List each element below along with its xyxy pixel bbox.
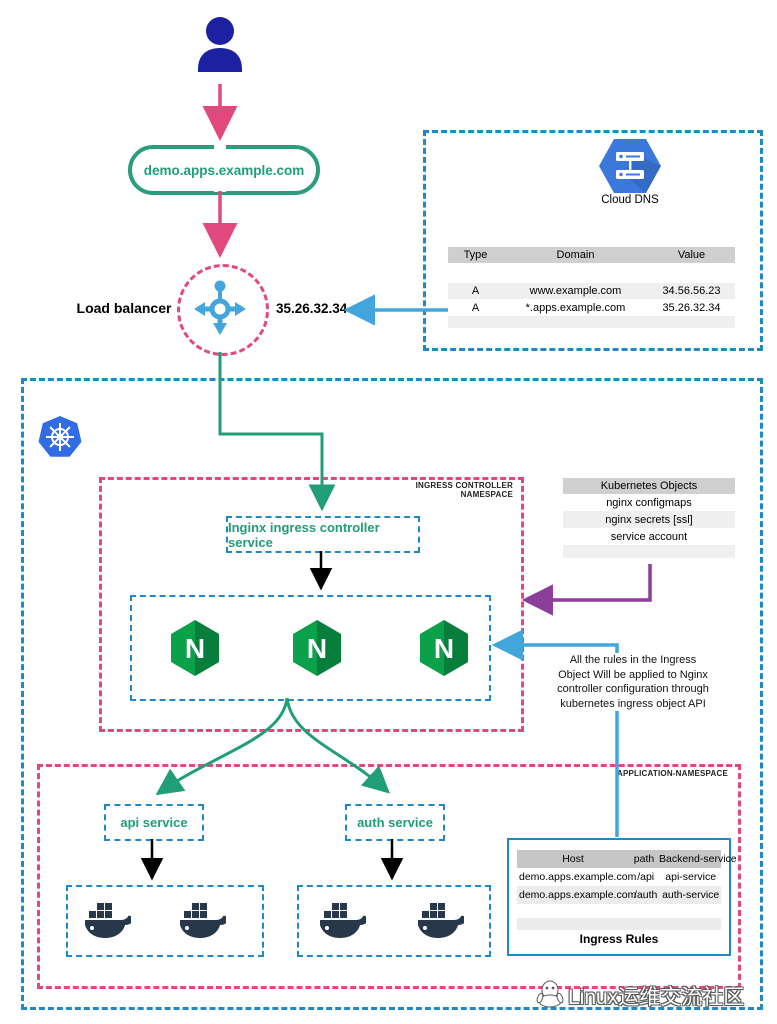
qq-penguin-icon [536,978,564,1014]
annotation-line: Object Will be applied to Nginx [558,668,708,681]
docker-whale-icon [318,901,370,944]
rule-2-backend: auth-service [662,889,720,901]
ingress-col-path: path [633,853,655,865]
ingress-col-host: Host [562,853,584,865]
api-pods-box [66,885,264,957]
nginx-ingress-controller-service-label: Inginx ingress controller service [228,519,380,550]
dns-row-1-domain: www.example.com [529,285,622,297]
ingress-rules-header: Host path Backend-service [517,850,737,868]
watermark: Linux运维交流社区 [536,978,744,1014]
dns-row-2-value: 35.26.32.34 [662,301,721,314]
kubernetes-objects-title: Kubernetes Objects [563,478,735,494]
oval-top-gap [214,142,226,150]
load-balancer-ip: 35.26.32.34 [276,301,348,316]
ingress-rules-annotation: All the rules in the Ingress Object Will… [538,653,728,711]
dns-col-type: Type [463,249,488,261]
k8s-object-row-empty [563,545,735,558]
rule-2-host: demo.apps.example.com [519,889,637,901]
rule-2-path: /auth [633,889,658,901]
svg-text:N: N [307,633,327,664]
dns-col-value: Value [677,249,706,261]
nginx-icon: N [420,620,468,681]
docker-whale-icon [178,901,230,944]
watermark-text: Linux运维交流社区 [568,986,745,1009]
cloud-dns-hexagon-icon [599,139,661,198]
dns-col-domain: Domain [556,249,595,261]
user-icon [197,16,243,74]
svg-text:N: N [185,633,205,664]
auth-service-box: auth service [345,804,445,841]
ingress-rule-row-empty [517,918,721,930]
kubernetes-helm-wheel-icon [38,416,82,463]
dns-row-2: A *.apps.example.com 35.26.32.34 [448,299,735,316]
domain-label: demo.apps.example.com [143,162,305,178]
oval-bottom-gap [214,184,226,192]
rule-1-host: demo.apps.example.com [519,871,637,883]
kubernetes-objects-table: Kubernetes Objects nginx configmaps ngin… [563,478,735,558]
k8s-object-row: service account [563,528,735,545]
rule-1-path: /api [637,871,655,883]
nginx-icon: N [171,620,219,681]
annotation-line: controller configuration through [557,683,709,695]
ingress-rules-table: Host path Backend-service demo.apps.exam… [517,850,737,930]
ingress-rule-row-empty [517,904,721,918]
application-namespace-label: APPLICATION-NAMESPACE [616,769,728,778]
svg-text:N: N [434,633,454,664]
auth-service-label: auth service [357,815,433,830]
docker-whale-icon [83,901,135,944]
ingress-rules-panel: Host path Backend-service demo.apps.exam… [507,838,737,956]
ingress-rule-row: demo.apps.example.com /api api-service [517,868,721,886]
dns-row-empty [448,316,735,328]
nginx-icon: N [293,620,341,681]
nginx-ingress-controller-service-box: Inginx ingress controller service [226,516,420,553]
dns-row-2-domain: *.apps.example.com [525,301,626,314]
k8s-object-row: nginx configmaps [563,494,735,511]
ingress-rules-caption: Ingress Rules [579,932,659,946]
rule-1-backend: api-service [665,871,717,883]
auth-pods-box [297,885,491,957]
ingress-col-backend: Backend-service [659,853,737,865]
cloud-dns-caption: Cloud DNS [601,194,659,206]
kubernetes-cluster-box [21,378,763,1010]
dns-row-2-type: A [471,301,480,314]
api-service-box: api service [104,804,204,841]
cloud-dns-panel [423,130,763,351]
ingress-rule-row: demo.apps.example.com /auth auth-service [517,886,721,904]
dns-row-1-type: A [471,285,480,297]
load-balancer-label: Load balancer [76,300,172,316]
dns-row-1-value: 34.56.56.23 [662,285,721,297]
dns-table: Type Domain Value A www.example.com 34.5… [448,247,735,328]
annotation-line: kubernetes ingress object API [560,697,706,710]
ingress-namespace-label: INGRESS CONTROLLER NAMESPACE [415,481,513,499]
dns-table-header: Type Domain Value [448,247,735,263]
docker-whale-icon [416,901,468,944]
k8s-object-row: nginx secrets [ssl] [563,511,735,528]
annotation-line: All the rules in the Ingress [569,654,697,666]
api-service-label: api service [120,815,188,830]
load-balancer-icon [192,277,248,344]
dns-row-1: A www.example.com 34.56.56.23 [448,283,735,299]
